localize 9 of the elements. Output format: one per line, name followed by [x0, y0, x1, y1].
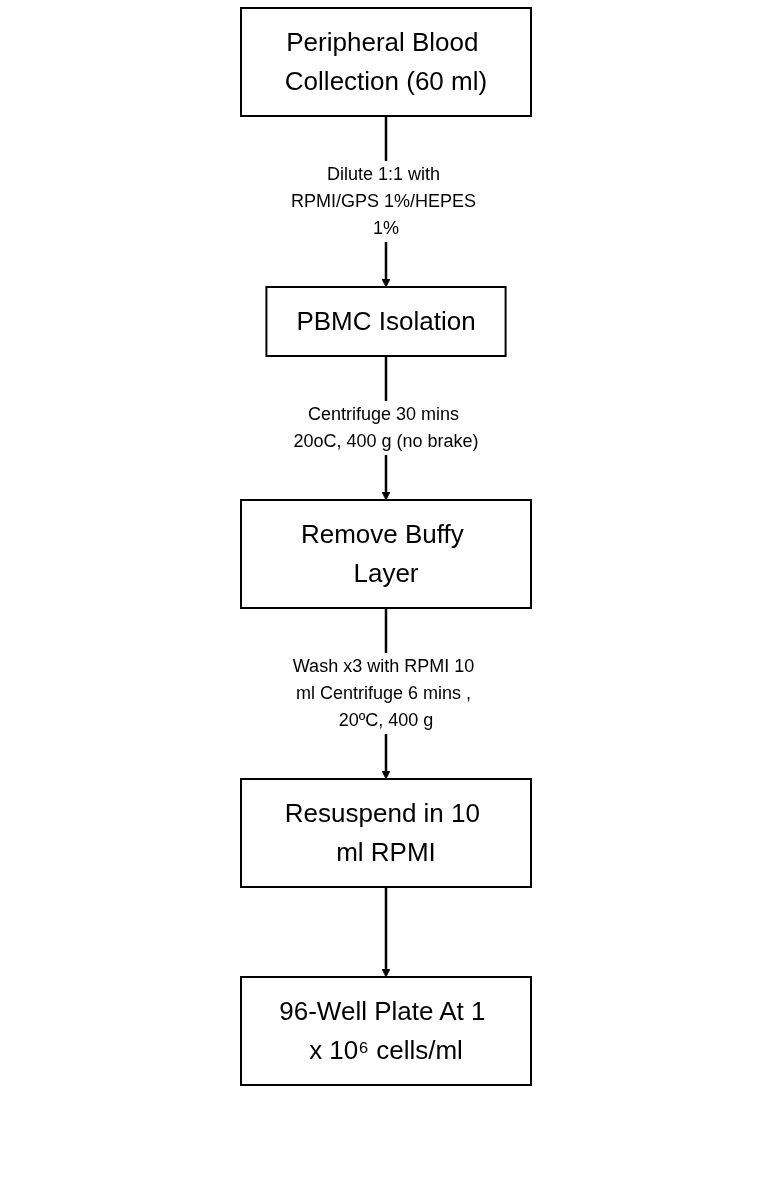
node-box: 96-Well Plate At 1 x 10⁶ cells/ml	[239, 976, 532, 1086]
edge-label: Centrifuge 30 mins 20oC, 400 g (no brake)	[292, 404, 479, 451]
arrow	[381, 887, 390, 978]
edge-label: Dilute 1:1 with RPMI/GPS 1%/HEPES 1%	[290, 164, 476, 238]
node-box: PBMC Isolation	[264, 286, 507, 357]
edge-label: Wash x3 with RPMI 10 ml Centrifuge 6 mins , 20ºC, 400 g	[292, 656, 474, 730]
node-box: Resuspend in 10 ml RPMI	[239, 778, 532, 888]
node-box: Peripheral Blood Collection (60 ml)	[239, 7, 532, 117]
node-box: Remove Buffy Layer	[239, 499, 532, 609]
